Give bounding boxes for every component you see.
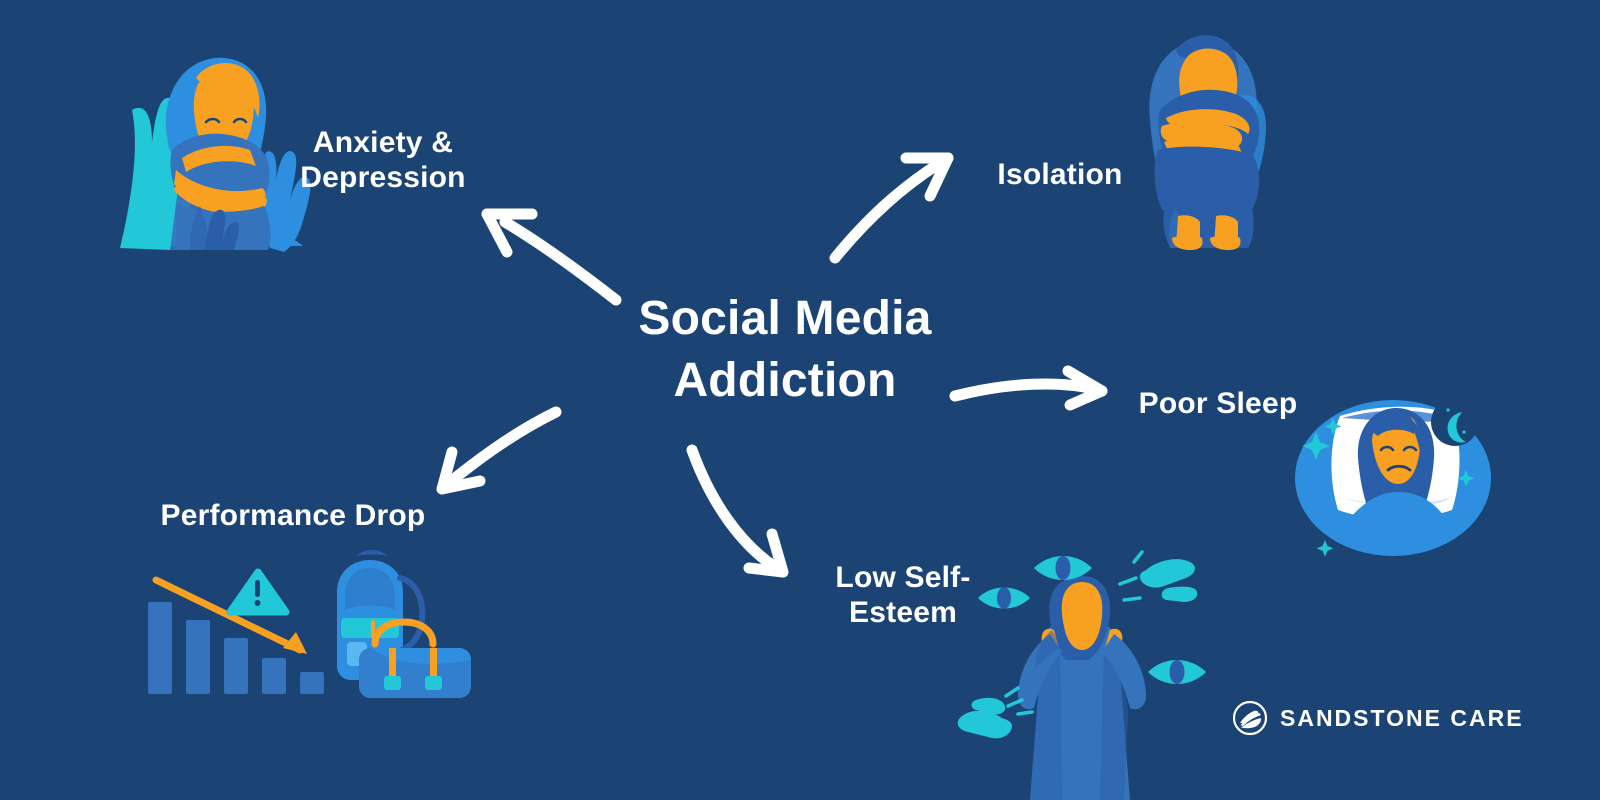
node-label-isolation: Isolation xyxy=(997,158,1123,191)
node-label-anxiety-depression: Anxiety & Depression xyxy=(300,126,466,195)
illustration-low-self-esteem xyxy=(957,550,1206,800)
node-label-performance-drop: Performance Drop xyxy=(160,499,426,532)
illustration-performance-drop xyxy=(148,550,471,698)
page-title: Social Media Addiction xyxy=(638,292,932,408)
arrow-center-to-low-self-esteem xyxy=(686,444,789,578)
arrow-center-to-anxiety xyxy=(481,208,622,306)
illustration-anxiety-depression xyxy=(120,57,311,252)
arrow-center-to-poor-sleep xyxy=(949,365,1108,411)
brand-logo: SANDSTONE CARE xyxy=(1232,700,1524,736)
arrow-center-to-performance-drop xyxy=(436,406,562,495)
arrow-center-to-isolation xyxy=(829,152,954,264)
illustration-isolation xyxy=(1149,35,1266,250)
sandstone-logo-icon xyxy=(1232,700,1268,736)
brand-name: SANDSTONE CARE xyxy=(1280,704,1524,731)
node-label-poor-sleep: Poor Sleep xyxy=(1138,387,1298,420)
illustration-poor-sleep xyxy=(1295,398,1491,557)
node-label-low-self-esteem: Low Self- Esteem xyxy=(835,561,971,630)
